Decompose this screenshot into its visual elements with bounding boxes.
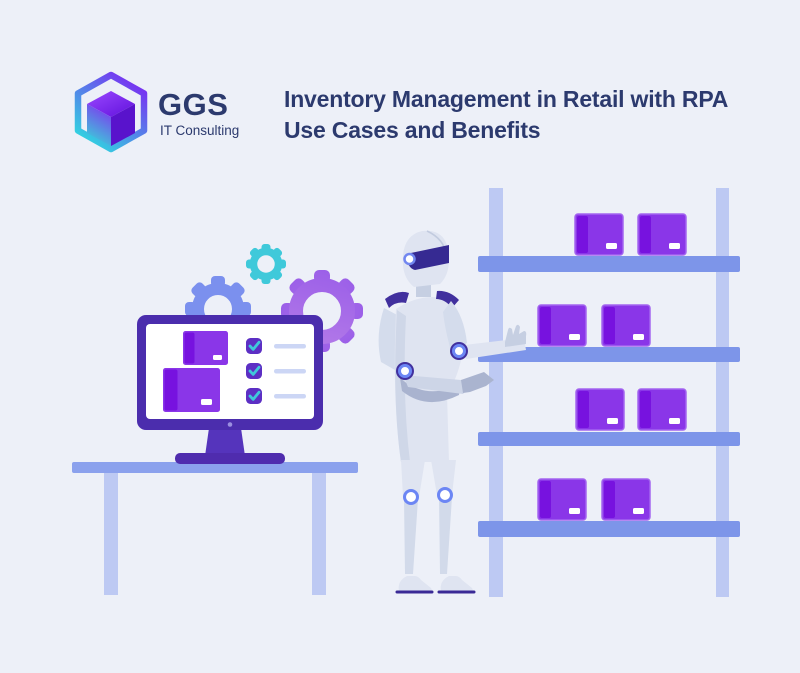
table-top (72, 462, 358, 473)
shelf-box (601, 478, 651, 521)
checklist-item (246, 388, 306, 404)
checkbox-icon (246, 388, 262, 404)
logo-tagline: IT Consulting (160, 123, 240, 138)
shelf-board (478, 432, 740, 446)
robot-waist-shade (400, 378, 461, 403)
checklist-item (246, 363, 306, 379)
shelf-board (478, 256, 740, 272)
robot-elbow-joint (398, 364, 412, 378)
logo-name: GGS (158, 87, 229, 122)
desk-table (72, 462, 358, 595)
table-leg (312, 470, 326, 595)
page-title-line1: Inventory Management in Retail with RPA (284, 86, 729, 112)
monitor-camera-dot (227, 422, 233, 427)
checkmark-icon (248, 340, 261, 351)
checklist (246, 338, 306, 404)
checkbox-icon (246, 363, 262, 379)
robot-knee-joint (437, 487, 453, 503)
checklist-item (246, 338, 306, 354)
monitor (137, 315, 323, 464)
robot-shin-left (404, 499, 418, 574)
robot-hand-right (505, 324, 527, 347)
checklist-line (274, 394, 306, 399)
shelf-board (478, 521, 740, 537)
shelf-box (575, 388, 625, 431)
shelf-post-right (716, 188, 729, 597)
robot-foot-right (440, 576, 473, 591)
checkmark-icon (248, 365, 261, 376)
monitor-stand-neck (205, 428, 245, 456)
teal-gear-icon (246, 244, 286, 284)
robot-thigh-left (401, 460, 425, 497)
page-title: Inventory Management in Retail with RPA … (284, 84, 728, 146)
robot-knee-joint (403, 489, 419, 505)
robot-wrist-joint (452, 344, 466, 358)
shelf-box (637, 213, 687, 256)
shelf-box (574, 213, 624, 256)
table-leg (104, 470, 118, 595)
robot-thigh-right (431, 460, 456, 495)
shelf-box (637, 388, 687, 431)
logo-hexagon-icon (74, 71, 148, 153)
robot-neck (416, 283, 431, 297)
robot-shin-right (439, 497, 452, 574)
robot-hand-left (461, 372, 494, 393)
page-title-line2: Use Cases and Benefits (284, 117, 541, 143)
robot-arm-right-upper (443, 301, 467, 355)
checkmark-icon (248, 390, 261, 401)
shelf-post-left (489, 188, 503, 597)
checkbox-icon (246, 338, 262, 354)
robot-foot-left (398, 576, 432, 591)
robot-shoulder-trim (385, 291, 409, 308)
robot-forearm-left (403, 375, 478, 394)
shelf-board (478, 347, 740, 362)
shelf-rack (478, 188, 740, 597)
robot-shoulder-trim (436, 290, 459, 308)
robot-visor (406, 245, 449, 270)
robot (378, 230, 527, 594)
shelf-box (537, 304, 587, 347)
shelf-box (537, 478, 587, 521)
shelf-box (601, 304, 651, 347)
screen-package-box (183, 331, 228, 365)
monitor-stand-base (175, 453, 285, 464)
checklist-line (274, 344, 306, 349)
robot-ear-light (403, 252, 416, 266)
checklist-line (274, 369, 306, 374)
screen-package-box (163, 368, 220, 412)
